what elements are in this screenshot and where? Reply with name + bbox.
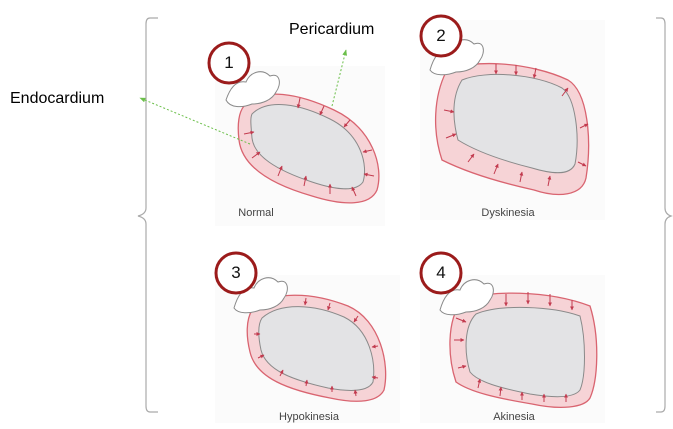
pericardium-label: Pericardium (289, 21, 374, 39)
right-brace (656, 18, 671, 412)
endocardium-label: Endocardium (10, 90, 104, 108)
badge-4-number: 4 (421, 263, 461, 283)
caption-hypokinesia: Hypokinesia (249, 411, 369, 423)
badge-3-number: 3 (216, 263, 256, 283)
badge-2-number: 2 (421, 26, 461, 46)
badge-1-number: 1 (209, 53, 249, 73)
caption-normal: Normal (196, 207, 316, 219)
left-brace (138, 18, 158, 412)
caption-akinesia: Akinesia (454, 411, 574, 423)
caption-dyskinesia: Dyskinesia (448, 207, 568, 219)
